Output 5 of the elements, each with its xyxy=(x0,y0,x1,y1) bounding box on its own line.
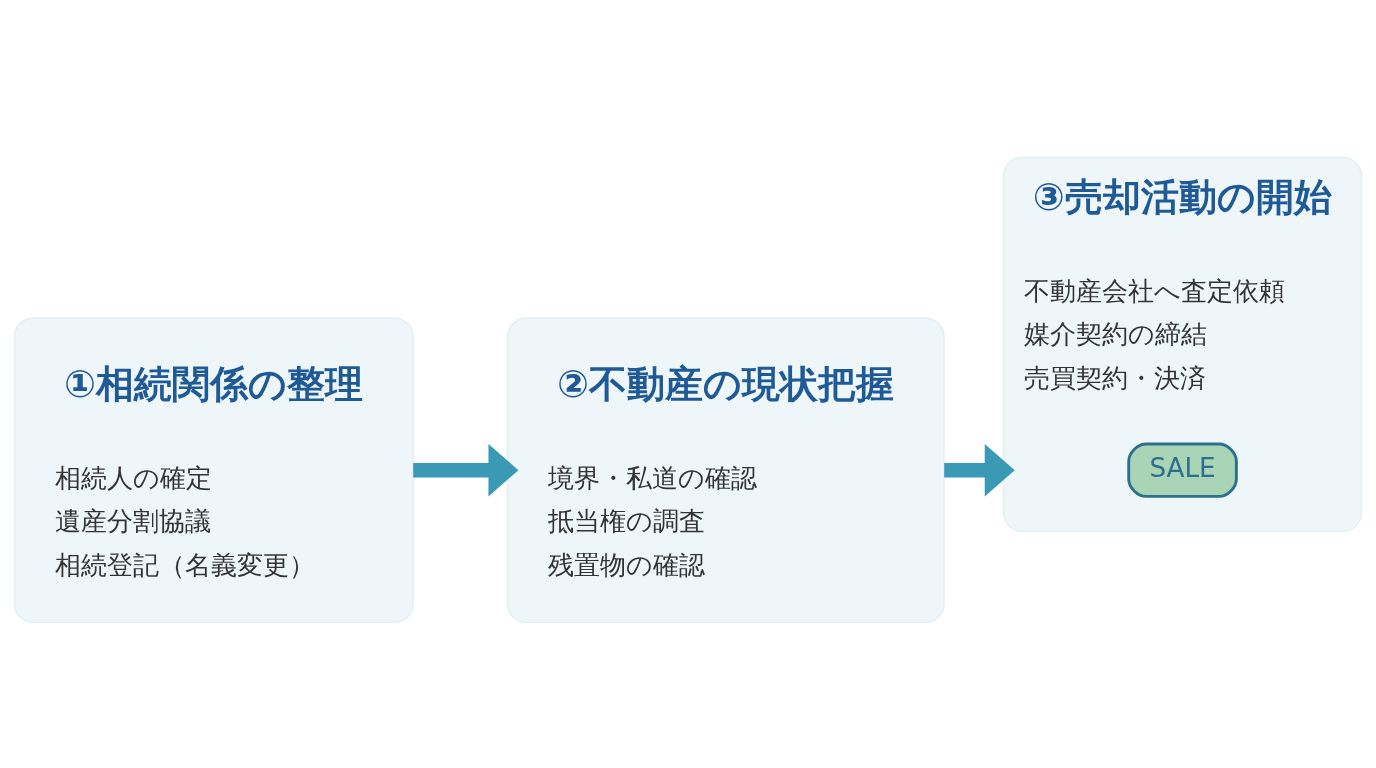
arrow xyxy=(413,443,519,497)
node-box: ①相続関係の整理 相続人の確定 遺産分割協議 相続登記（名義変更） xyxy=(13,317,414,623)
arrow xyxy=(944,443,1015,497)
node-box: SALE xyxy=(1127,442,1238,498)
node-box: ②不動産の現状把握 境界・私道の確認 抵当権の調査 残置物の確認 xyxy=(506,317,945,623)
